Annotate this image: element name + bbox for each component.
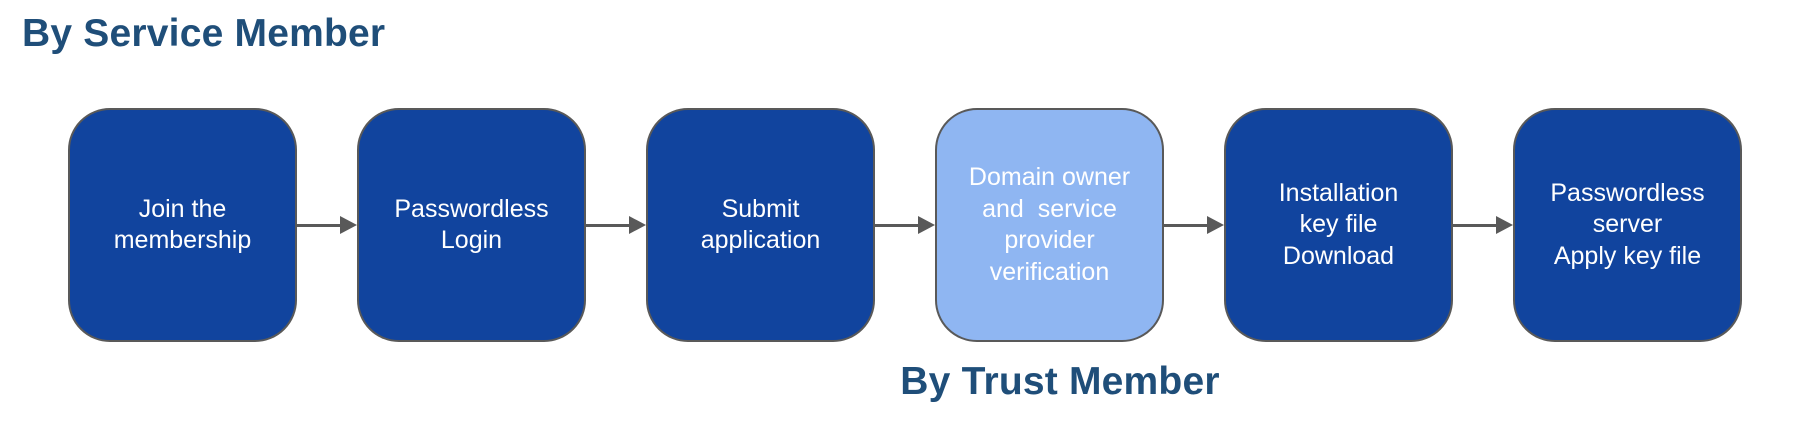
flow-step-join-the-membership: Join the membership xyxy=(68,108,297,342)
arrow-line xyxy=(1164,223,1207,227)
flow-row: Join the membership Passwordless Login S… xyxy=(68,108,1742,342)
arrow-line xyxy=(586,223,629,227)
flow-step-passwordless-login: Passwordless Login xyxy=(357,108,586,342)
arrow-head-icon xyxy=(918,216,935,234)
flow-step-passwordless-server-apply-key-file: Passwordless server Apply key file xyxy=(1513,108,1742,342)
arrow-line xyxy=(875,223,918,227)
arrow-head-icon xyxy=(629,216,646,234)
flow-arrow xyxy=(1453,216,1513,234)
arrow-line xyxy=(1453,223,1496,227)
flow-arrow xyxy=(586,216,646,234)
flow-arrow xyxy=(1164,216,1224,234)
arrow-head-icon xyxy=(1207,216,1224,234)
arrow-head-icon xyxy=(340,216,357,234)
flow-step-submit-application: Submit application xyxy=(646,108,875,342)
flow-step-installation-key-file-download: Installation key file Download xyxy=(1224,108,1453,342)
section-title-by-trust-member: By Trust Member xyxy=(900,360,1220,403)
flow-arrow xyxy=(297,216,357,234)
arrow-head-icon xyxy=(1496,216,1513,234)
arrow-line xyxy=(297,223,340,227)
flow-step-domain-owner-service-provider-verification: Domain owner and service provider verifi… xyxy=(935,108,1164,342)
flow-arrow xyxy=(875,216,935,234)
section-title-by-service-member: By Service Member xyxy=(22,12,386,55)
